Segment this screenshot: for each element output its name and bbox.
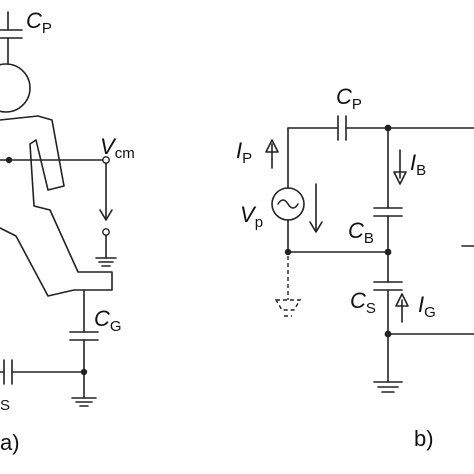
cp-b-label: CP [336, 84, 362, 113]
cb-label: CB [348, 218, 374, 247]
ig-arrow-head [395, 293, 409, 307]
cg-label: CG [94, 306, 122, 335]
vcm-arrow-head [99, 209, 113, 221]
vp-arrow-head [309, 221, 323, 233]
panel-a: CP Vcm CG S a) [0, 8, 135, 455]
vp-label: Vp [240, 202, 263, 231]
cs-a-label: S [0, 397, 10, 414]
cs-label: CS [350, 288, 376, 317]
ib-label: IB [410, 150, 426, 179]
cs-a-junction [80, 368, 88, 376]
panel-b: CP IP Vp CB IB [236, 84, 474, 451]
ig-label: IG [418, 292, 436, 321]
ip-arrow-head [265, 139, 279, 153]
cp-a-label: CP [26, 8, 52, 37]
source-bottom-junction [284, 248, 292, 256]
vcm-label: Vcm [100, 134, 135, 162]
person-head [0, 63, 31, 113]
ib-arrow-head [393, 171, 407, 185]
dashed-ground-icon [274, 299, 302, 311]
person-body [0, 115, 113, 297]
panel-b-label: b) [414, 426, 434, 451]
vcm-junction [5, 156, 13, 164]
ip-label: IP [236, 138, 252, 167]
sine-icon [277, 199, 299, 209]
panel-a-label: a) [0, 430, 20, 455]
